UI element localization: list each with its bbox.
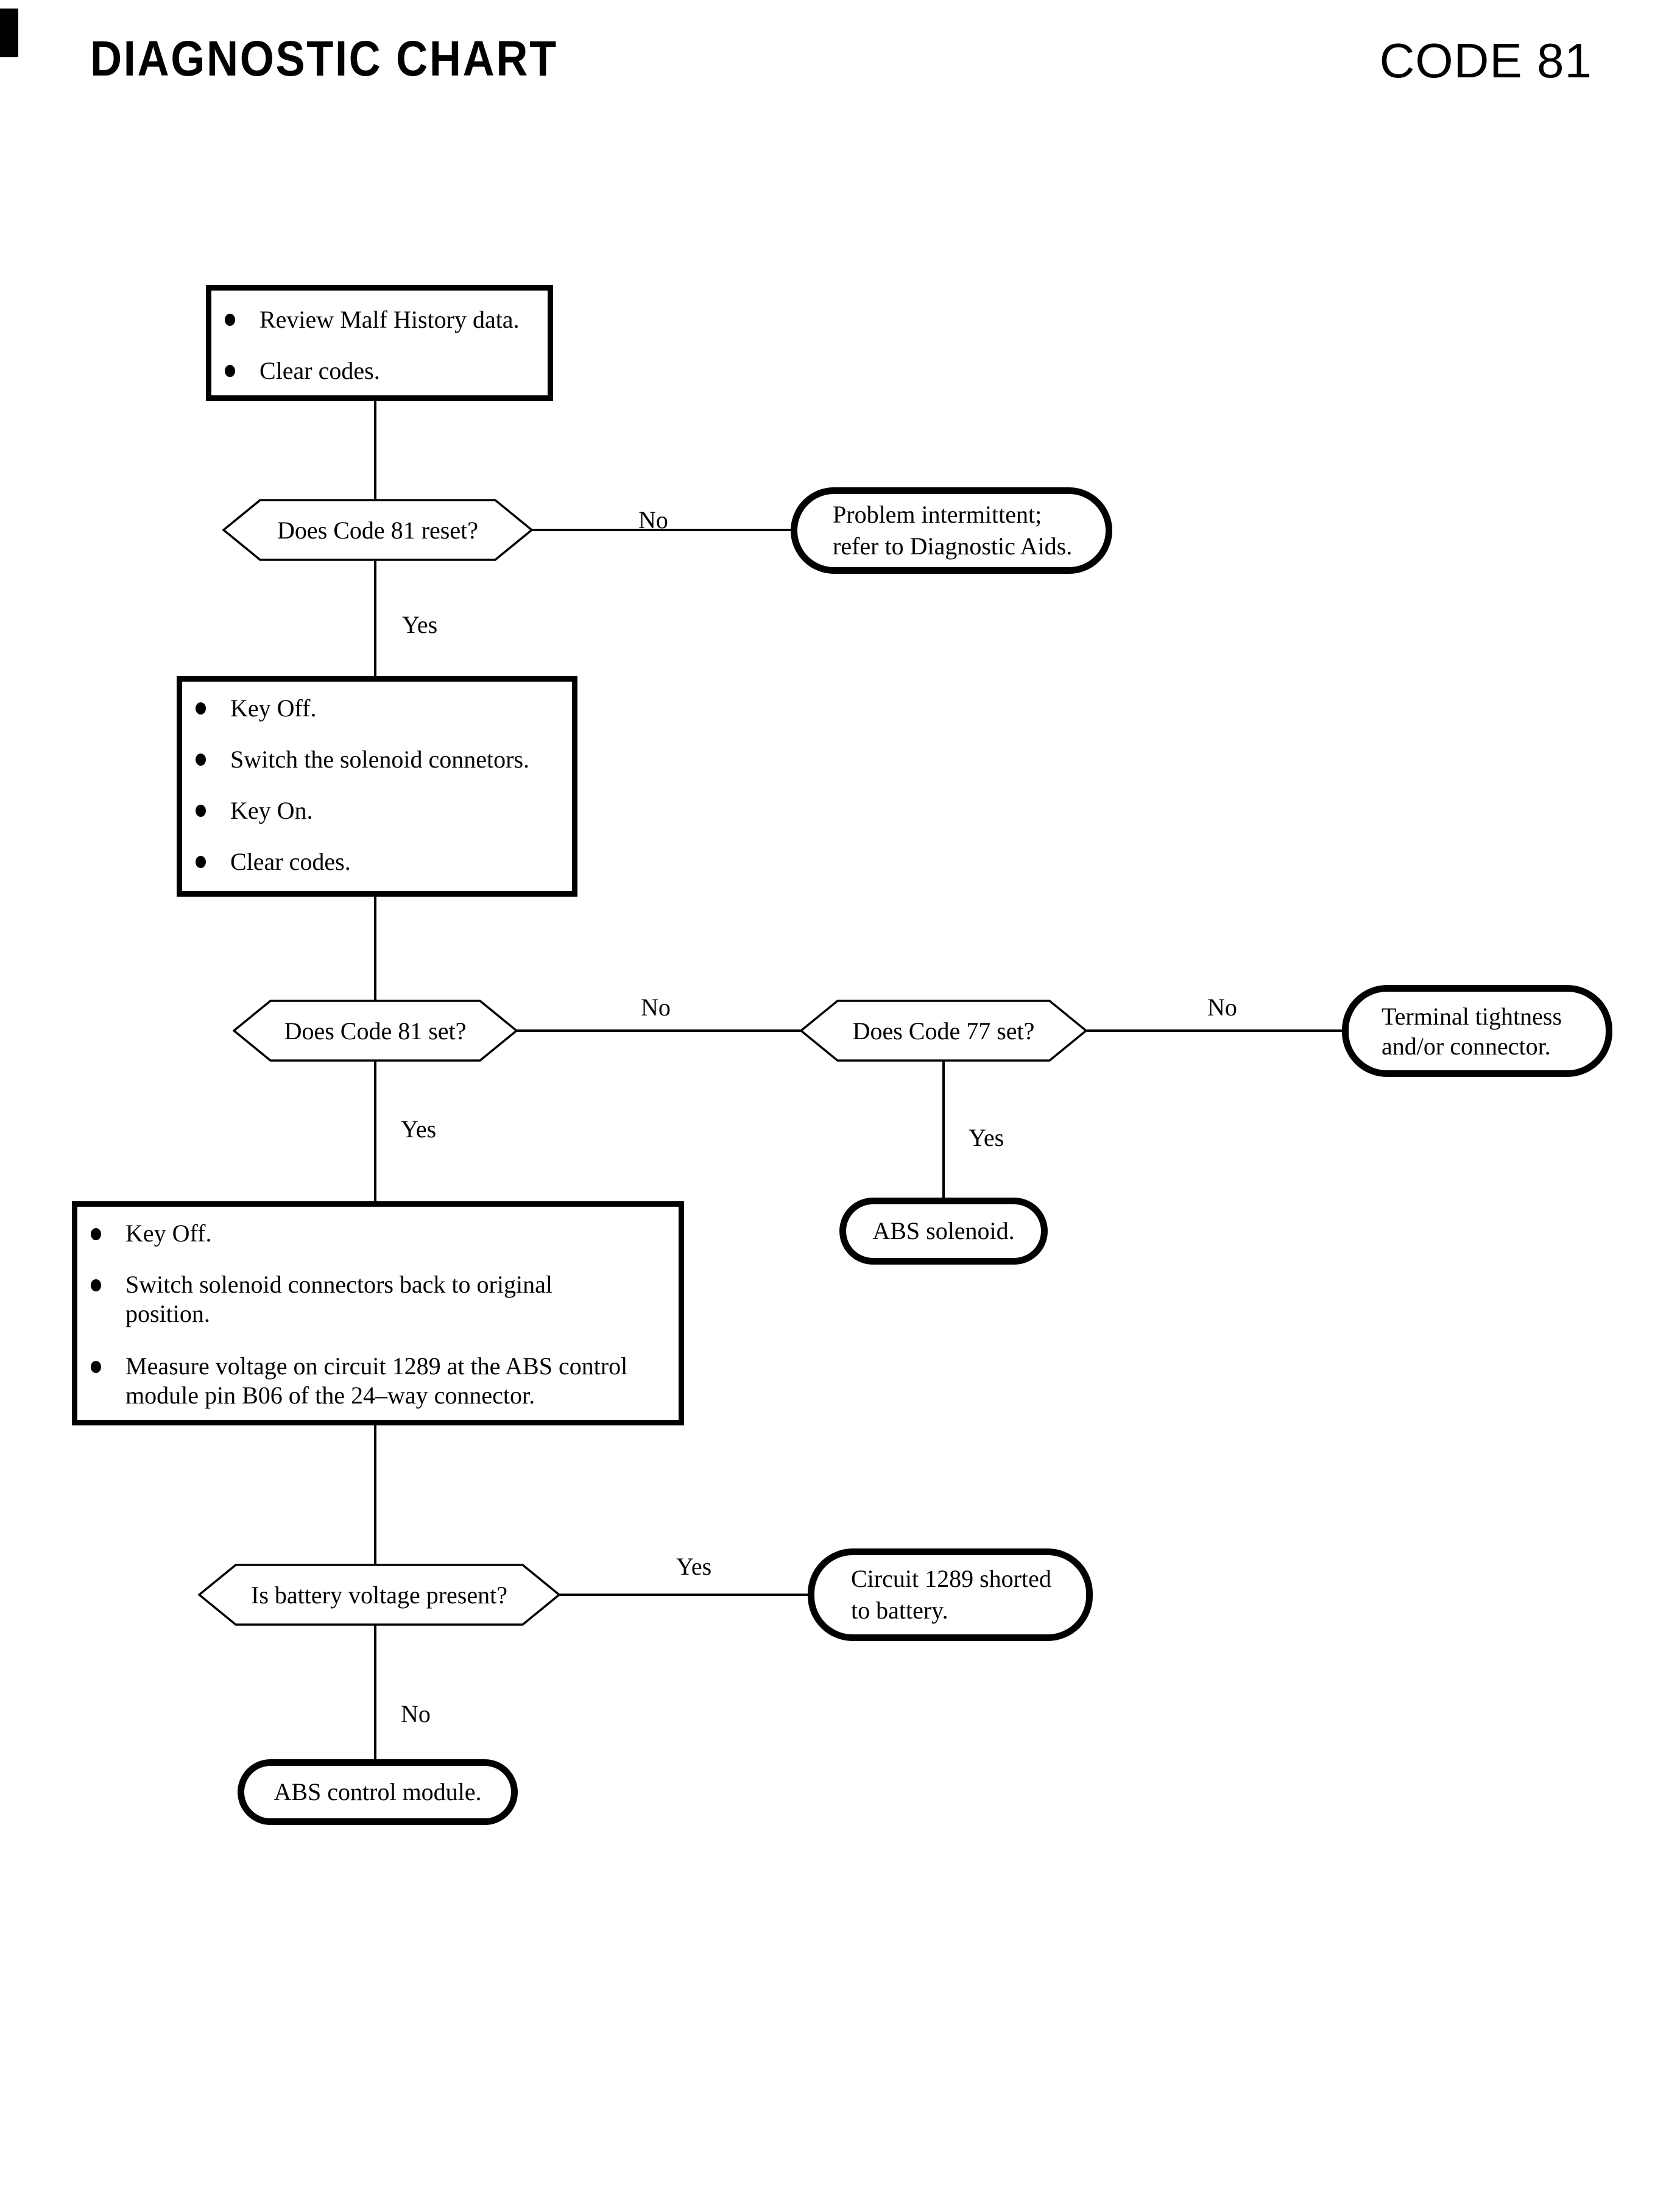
list-item-text: Review Malf History data. bbox=[259, 306, 520, 333]
branch-label-yes: Yes bbox=[969, 1124, 1004, 1151]
scan-artifact bbox=[0, 9, 18, 57]
list-item-text: Clear codes. bbox=[259, 357, 380, 384]
branch-label-yes: Yes bbox=[401, 1115, 437, 1143]
connector-line bbox=[531, 529, 791, 531]
process-box-measure-voltage: Key Off. Switch solenoid connectors back… bbox=[72, 1201, 684, 1425]
process-box-review: Review Malf History data. Clear codes. bbox=[206, 285, 553, 401]
branch-label-no: No bbox=[638, 506, 668, 534]
list-item-text: Clear codes. bbox=[230, 848, 351, 875]
decision-code81-set: Does Code 81 set? bbox=[233, 999, 518, 1062]
connector-line bbox=[559, 1594, 808, 1596]
list-item: Key On. bbox=[182, 785, 572, 836]
list-item: Key Off. bbox=[77, 1219, 679, 1248]
terminal-text: Terminal tightness and/or connector. bbox=[1382, 1002, 1562, 1060]
bullet-icon bbox=[225, 314, 235, 326]
list-item-text: Switch the solenoid connetors. bbox=[230, 746, 530, 773]
process-box-switch-connectors: Key Off. Switch the solenoid connetors. … bbox=[177, 676, 577, 897]
list-item: Clear codes. bbox=[182, 836, 572, 888]
bullet-icon bbox=[196, 754, 206, 766]
connector-line bbox=[374, 1625, 376, 1760]
bullet-icon bbox=[91, 1361, 101, 1373]
list-item: Switch the solenoid connetors. bbox=[182, 734, 572, 785]
list-item: Review Malf History data. bbox=[211, 294, 548, 345]
bullet-icon bbox=[196, 856, 206, 868]
list-item: Key Off. bbox=[182, 683, 572, 734]
decision-question: Does Code 81 reset? bbox=[277, 516, 478, 544]
list-item-text: Measure voltage on circuit 1289 at the A… bbox=[125, 1352, 628, 1409]
decision-code81-reset: Does Code 81 reset? bbox=[222, 498, 533, 562]
list-item: Measure voltage on circuit 1289 at the A… bbox=[77, 1352, 679, 1410]
connector-line bbox=[374, 1424, 376, 1566]
connector-line bbox=[517, 1029, 801, 1032]
decision-battery-voltage: Is battery voltage present? bbox=[198, 1563, 560, 1626]
terminal-terminal-tightness: Terminal tightness and/or connector. bbox=[1342, 985, 1612, 1077]
bullet-icon bbox=[225, 365, 235, 377]
connector-line bbox=[374, 895, 376, 1001]
terminal-problem-intermittent: Problem intermittent; refer to Diagnosti… bbox=[791, 487, 1112, 574]
connector-line bbox=[1086, 1029, 1342, 1032]
decision-code77-set: Does Code 77 set? bbox=[800, 999, 1087, 1062]
decision-question: Does Code 81 set? bbox=[284, 1017, 467, 1045]
list-item-text: Key On. bbox=[230, 797, 313, 824]
connector-line bbox=[374, 1061, 376, 1202]
terminal-text: Problem intermittent; refer to Diagnosti… bbox=[833, 501, 1073, 560]
page-title-text: DIAGNOSTIC CHART bbox=[90, 31, 558, 86]
bullet-icon bbox=[196, 702, 206, 715]
branch-label-no: No bbox=[1207, 994, 1237, 1021]
terminal-text: Circuit 1289 shorted to battery. bbox=[851, 1565, 1051, 1624]
decision-question: Is battery voltage present? bbox=[251, 1581, 507, 1609]
list-item-text: Key Off. bbox=[125, 1220, 212, 1247]
branch-label-no: No bbox=[641, 994, 671, 1021]
list-item: Switch solenoid connectors back to origi… bbox=[77, 1270, 679, 1329]
terminal-text: ABS control module. bbox=[274, 1778, 482, 1806]
bullet-icon bbox=[196, 805, 206, 817]
terminal-abs-solenoid: ABS solenoid. bbox=[839, 1198, 1048, 1265]
connector-line bbox=[374, 399, 376, 501]
branch-label-yes: Yes bbox=[402, 611, 438, 638]
terminal-circuit-shorted: Circuit 1289 shorted to battery. bbox=[808, 1548, 1093, 1641]
branch-label-yes: Yes bbox=[676, 1553, 712, 1580]
page-title: DIAGNOSTIC CHART bbox=[90, 30, 622, 88]
list-item: Clear codes. bbox=[211, 345, 548, 397]
bullet-icon bbox=[91, 1228, 101, 1240]
code-title: CODE 81 bbox=[1379, 34, 1592, 88]
branch-label-no: No bbox=[401, 1700, 431, 1728]
terminal-abs-control-module: ABS control module. bbox=[238, 1759, 518, 1825]
list-item-text: Key Off. bbox=[230, 694, 317, 722]
decision-question: Does Code 77 set? bbox=[852, 1017, 1035, 1045]
connector-line bbox=[942, 1061, 945, 1200]
terminal-text: ABS solenoid. bbox=[872, 1217, 1015, 1244]
bullet-icon bbox=[91, 1279, 101, 1291]
connector-line bbox=[374, 560, 376, 677]
list-item-text: Switch solenoid connectors back to origi… bbox=[125, 1271, 552, 1327]
